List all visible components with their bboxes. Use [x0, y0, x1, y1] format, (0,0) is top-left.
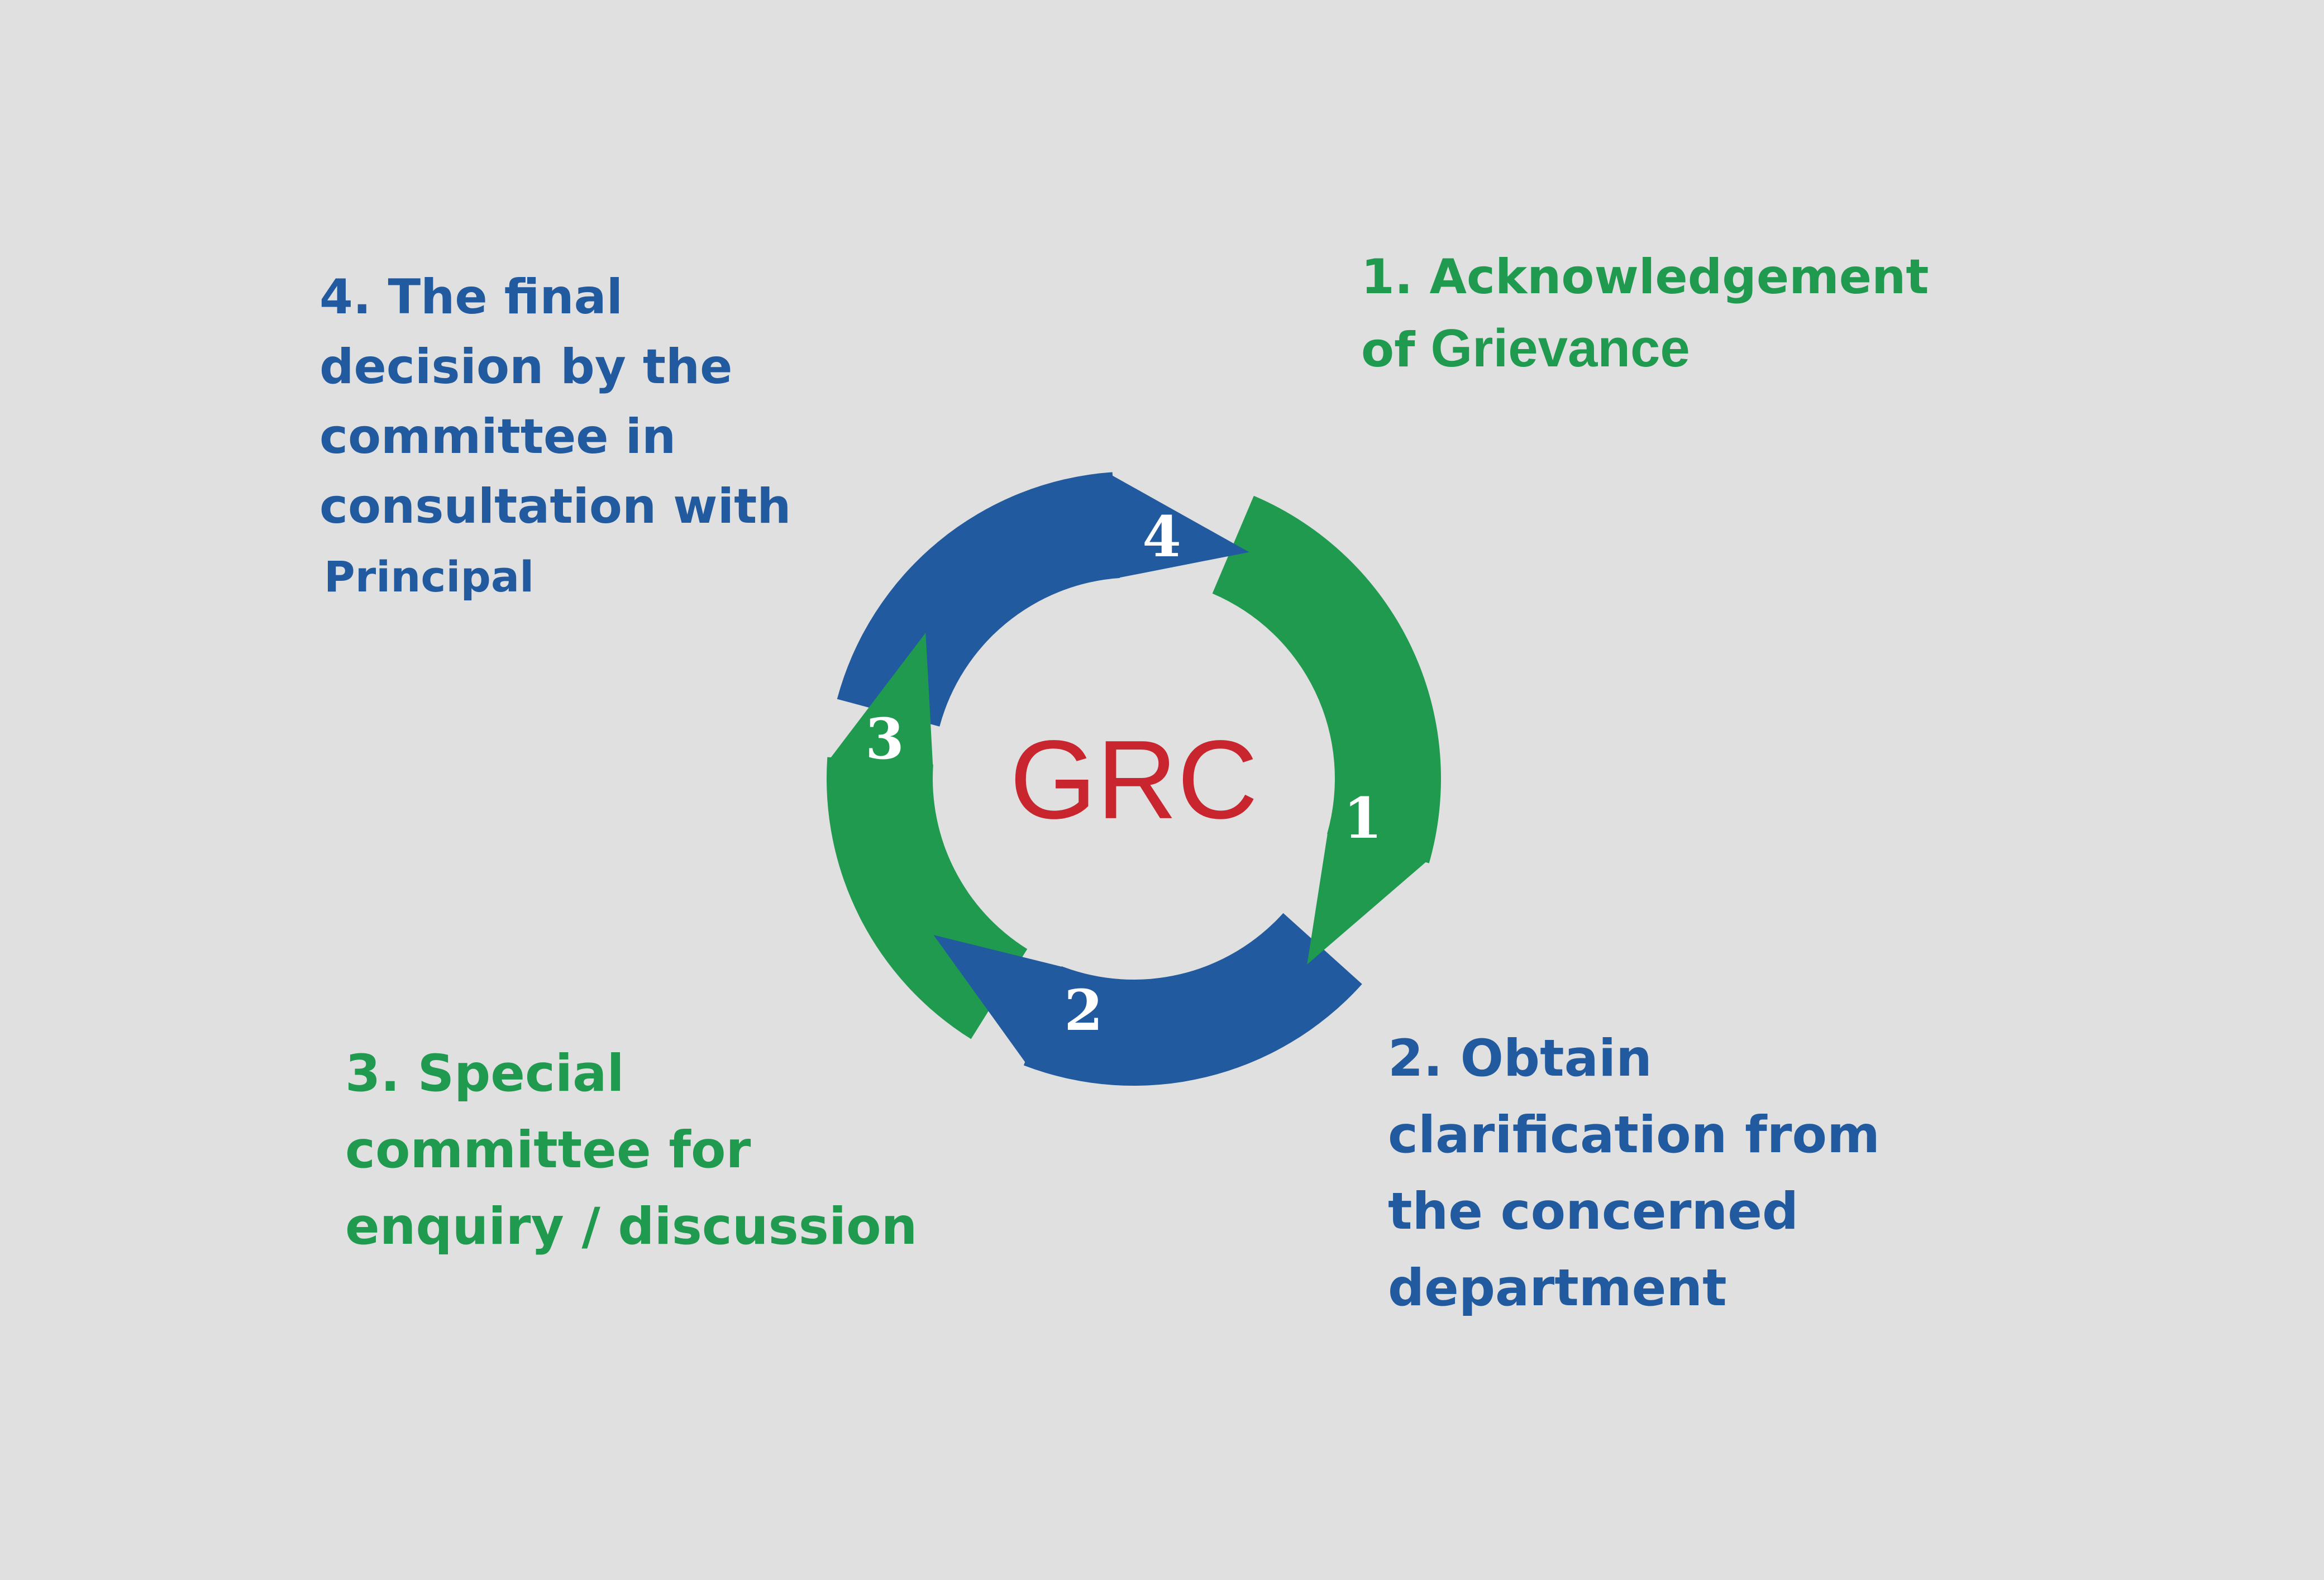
step-2-line-1: 2. Obtain: [1388, 1029, 1652, 1088]
arrow-2-number: 2: [1064, 977, 1103, 1043]
arrow-4-number: 4: [1142, 504, 1181, 570]
arrow-3-number: 3: [865, 706, 904, 772]
arrow-4-arc: [837, 472, 1120, 727]
arrow-3-head: [827, 633, 933, 768]
step-4-line-4: consultation with: [319, 479, 791, 534]
step-2-line-2: clarification from: [1388, 1106, 1880, 1164]
step-2-description: 2. Obtain clarification from the concern…: [1388, 1020, 1880, 1326]
arrow-1-number: 1: [1343, 785, 1382, 851]
center-label-grc: GRC: [1010, 718, 1258, 842]
step-1-line-2-word: Grievance: [1430, 318, 1690, 378]
arrow-2-arc: [1023, 913, 1362, 1086]
step-1-line-2: of Grievance: [1361, 313, 1929, 386]
step-4-description: 4. The final decision by the committee i…: [319, 262, 791, 612]
arrow-1-head: [1307, 830, 1431, 965]
step-4-line-2: decision by the: [319, 339, 733, 395]
arrow-2-head: [933, 935, 1065, 1067]
cycle-arrows: [826, 472, 1441, 1086]
step-3-line-1: 3. Special: [345, 1044, 624, 1103]
step-4-line-5: Principal: [324, 552, 535, 602]
step-2-line-4: department: [1388, 1259, 1727, 1318]
step-3-line-3: enquiry / discussion: [345, 1197, 918, 1256]
step-1-line-1: 1. Acknowledgement: [1361, 249, 1929, 305]
step-3-line-2: committee for: [345, 1121, 751, 1180]
step-4-line-1: 4. The final: [319, 269, 623, 325]
arrow-1-arc: [1212, 495, 1441, 863]
step-1-line-2-prefix: of: [1361, 322, 1415, 378]
step-1-description: 1. Acknowledgement of Grievance: [1361, 241, 1929, 386]
arrow-4-head: [1107, 472, 1249, 579]
step-2-line-3: the concerned: [1388, 1182, 1799, 1241]
step-3-description: 3. Special committee for enquiry / discu…: [345, 1035, 917, 1265]
step-4-line-3: committee in: [319, 409, 676, 465]
